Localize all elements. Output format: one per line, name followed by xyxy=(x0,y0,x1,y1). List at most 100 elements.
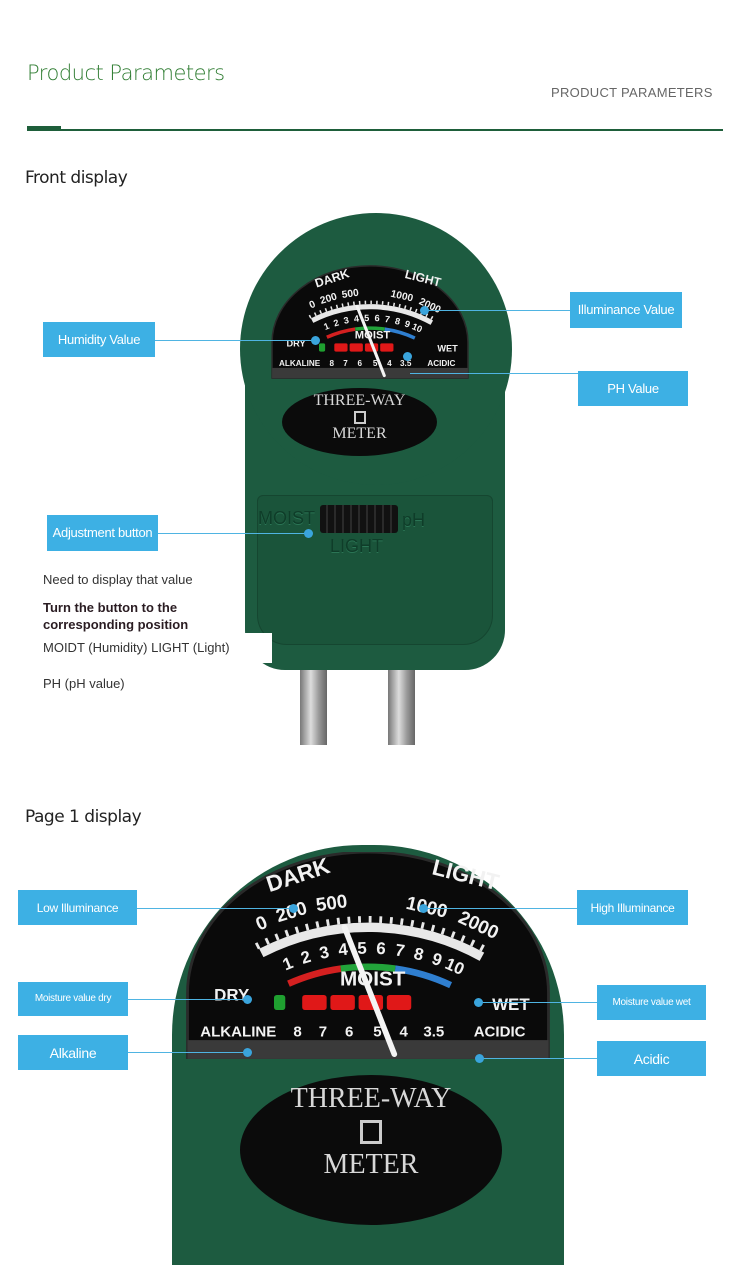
callout-illuminance-value: Illuminance Value xyxy=(570,292,682,328)
dial-label-moist: MOIST xyxy=(340,968,406,991)
dial-label-wet: WET xyxy=(492,995,530,1014)
ph-tick-label: 7 xyxy=(319,1023,327,1040)
scale-tick xyxy=(349,917,350,924)
scale-tick xyxy=(331,306,332,309)
dial-bottom-strip xyxy=(188,1040,549,1059)
dial-label-wet: WET xyxy=(437,344,458,354)
ph-color-block xyxy=(334,343,347,351)
ph-color-block xyxy=(380,343,393,351)
callout-dot xyxy=(419,904,428,913)
moist-tick-label: 5 xyxy=(357,939,367,958)
switch-label-moist: MOIST xyxy=(258,508,315,529)
moist-tick-label: 6 xyxy=(376,939,387,959)
callout-line xyxy=(480,1002,597,1003)
callout-moisture-dry: Moisture value dry xyxy=(18,982,128,1016)
scale-tick xyxy=(337,305,338,308)
ph-tick-label: 7 xyxy=(343,359,348,368)
scale-tick xyxy=(412,920,413,926)
callout-dot xyxy=(243,995,252,1004)
ph-color-block xyxy=(350,343,363,351)
callout-line xyxy=(155,340,315,341)
callout-dot xyxy=(289,904,298,913)
callout-line xyxy=(158,533,308,534)
ph-tick-label: 6 xyxy=(358,359,363,368)
dial-label-acidic: ACIDIC xyxy=(474,1023,526,1040)
ph-tick-label: 8 xyxy=(293,1023,301,1040)
callout-line xyxy=(425,908,577,909)
callout-dot xyxy=(420,306,429,315)
section-title-page1: Page 1 display xyxy=(25,807,141,827)
divider-accent xyxy=(27,126,61,131)
page-title: Product Parameters xyxy=(27,61,225,85)
callout-line xyxy=(482,1058,597,1059)
dial-label-alkaline: ALKALINE xyxy=(279,359,321,368)
scale-tick xyxy=(401,918,402,925)
ph-color-block xyxy=(330,995,354,1010)
ph-color-block xyxy=(274,995,285,1010)
callout-dot xyxy=(311,336,320,345)
callout-acidic: Acidic xyxy=(597,1041,706,1076)
callout-moisture-wet: Moisture value wet xyxy=(597,985,706,1020)
scale-tick xyxy=(422,922,423,928)
scale-tick xyxy=(327,919,328,925)
ph-tick-label: 4 xyxy=(387,359,392,368)
callout-ph-value: PH Value xyxy=(578,371,688,406)
device-label-oval: THREE-WAY METER xyxy=(240,1075,502,1225)
ph-color-block xyxy=(387,995,411,1010)
callout-dot xyxy=(243,1048,252,1057)
switch-label-ph: pH xyxy=(402,510,425,531)
scale-tick xyxy=(405,305,406,308)
section-title-front: Front display xyxy=(25,168,127,188)
device-label-top: THREE-WAY xyxy=(282,392,437,410)
switch-label-light: LIGHT xyxy=(330,536,383,557)
note-line-3: MOIDT (Humidity) LIGHT (Light) xyxy=(43,640,230,655)
scale-tick xyxy=(342,303,343,306)
scale-tick xyxy=(306,924,308,930)
ph-color-block xyxy=(319,343,325,351)
dial-closeup: 02005001000200012345678910DARKLIGHTMOIST… xyxy=(180,852,556,1059)
ph-tick-label: 4 xyxy=(400,1023,409,1040)
callout-alkaline: Alkaline xyxy=(18,1035,128,1070)
device-logo-icon xyxy=(360,1120,382,1144)
callout-line xyxy=(137,908,293,909)
dial-face: 02005001000200012345678910DARKLIGHTMOIST… xyxy=(180,852,556,1059)
device-label-bottom: METER xyxy=(282,425,437,443)
device-label-oval: THREE-WAY METER xyxy=(282,388,437,456)
callout-dot xyxy=(475,1054,484,1063)
scale-tick xyxy=(338,918,339,925)
dial-label-alkaline: ALKALINE xyxy=(200,1023,276,1040)
device-logo-icon xyxy=(354,411,366,424)
callout-adjustment-button: Adjustment button xyxy=(47,515,158,551)
scale-tick xyxy=(432,925,434,931)
ph-color-block xyxy=(302,995,326,1010)
ph-tick-label: 8 xyxy=(329,359,334,368)
ph-tick-label: 3.5 xyxy=(423,1023,444,1040)
note-line-4: PH (pH value) xyxy=(43,676,125,691)
scale-tick xyxy=(394,303,395,307)
device-label-top: THREE-WAY xyxy=(240,1083,502,1115)
callout-dot xyxy=(403,352,412,361)
callout-humidity-value: Humidity Value xyxy=(43,322,155,357)
moist-tick-label: 5 xyxy=(364,313,369,323)
lux-tick-label: 500 xyxy=(315,890,349,915)
callout-line xyxy=(410,373,578,374)
device-label-bottom: METER xyxy=(240,1149,502,1181)
dial-label-moist: MOIST xyxy=(355,329,391,341)
scale-tick xyxy=(296,927,298,933)
callout-line xyxy=(428,310,570,311)
callout-line xyxy=(128,1052,248,1053)
divider xyxy=(27,129,723,131)
page-subtitle: PRODUCT PARAMETERS xyxy=(551,85,713,100)
scale-tick xyxy=(317,921,318,927)
note-line-1: Need to display that value xyxy=(43,572,193,587)
moist-tick-label: 6 xyxy=(374,313,380,323)
note-line-2: Turn the button to the corresponding pos… xyxy=(43,599,213,633)
scale-tick xyxy=(442,928,444,934)
ph-tick-label: 6 xyxy=(345,1023,353,1040)
callout-line xyxy=(128,999,248,1000)
dial-label-acidic: ACIDIC xyxy=(427,359,455,368)
mode-switch[interactable] xyxy=(320,505,398,533)
callout-dot xyxy=(474,998,483,1007)
callout-high-illuminance: High Illuminance xyxy=(577,890,688,925)
